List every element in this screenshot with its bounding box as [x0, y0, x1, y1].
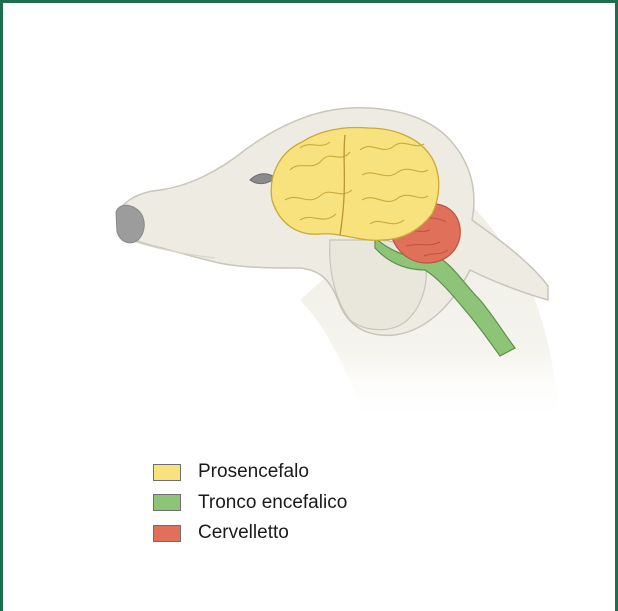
legend-item-forebrain: Prosencefalo	[153, 462, 347, 482]
legend: Prosencefalo Tronco encefalico Cervellet…	[153, 462, 347, 554]
legend-label-cerebellum: Cervelletto	[198, 523, 289, 543]
legend-label-brainstem: Tronco encefalico	[198, 493, 347, 513]
forebrain-region	[271, 128, 439, 241]
legend-item-brainstem: Tronco encefalico	[153, 493, 347, 513]
legend-swatch-brainstem	[153, 494, 181, 511]
legend-swatch-cerebellum	[153, 525, 181, 542]
legend-swatch-forebrain	[153, 464, 181, 481]
legend-item-cerebellum: Cervelletto	[153, 523, 347, 543]
legend-label-forebrain: Prosencefalo	[198, 462, 309, 482]
